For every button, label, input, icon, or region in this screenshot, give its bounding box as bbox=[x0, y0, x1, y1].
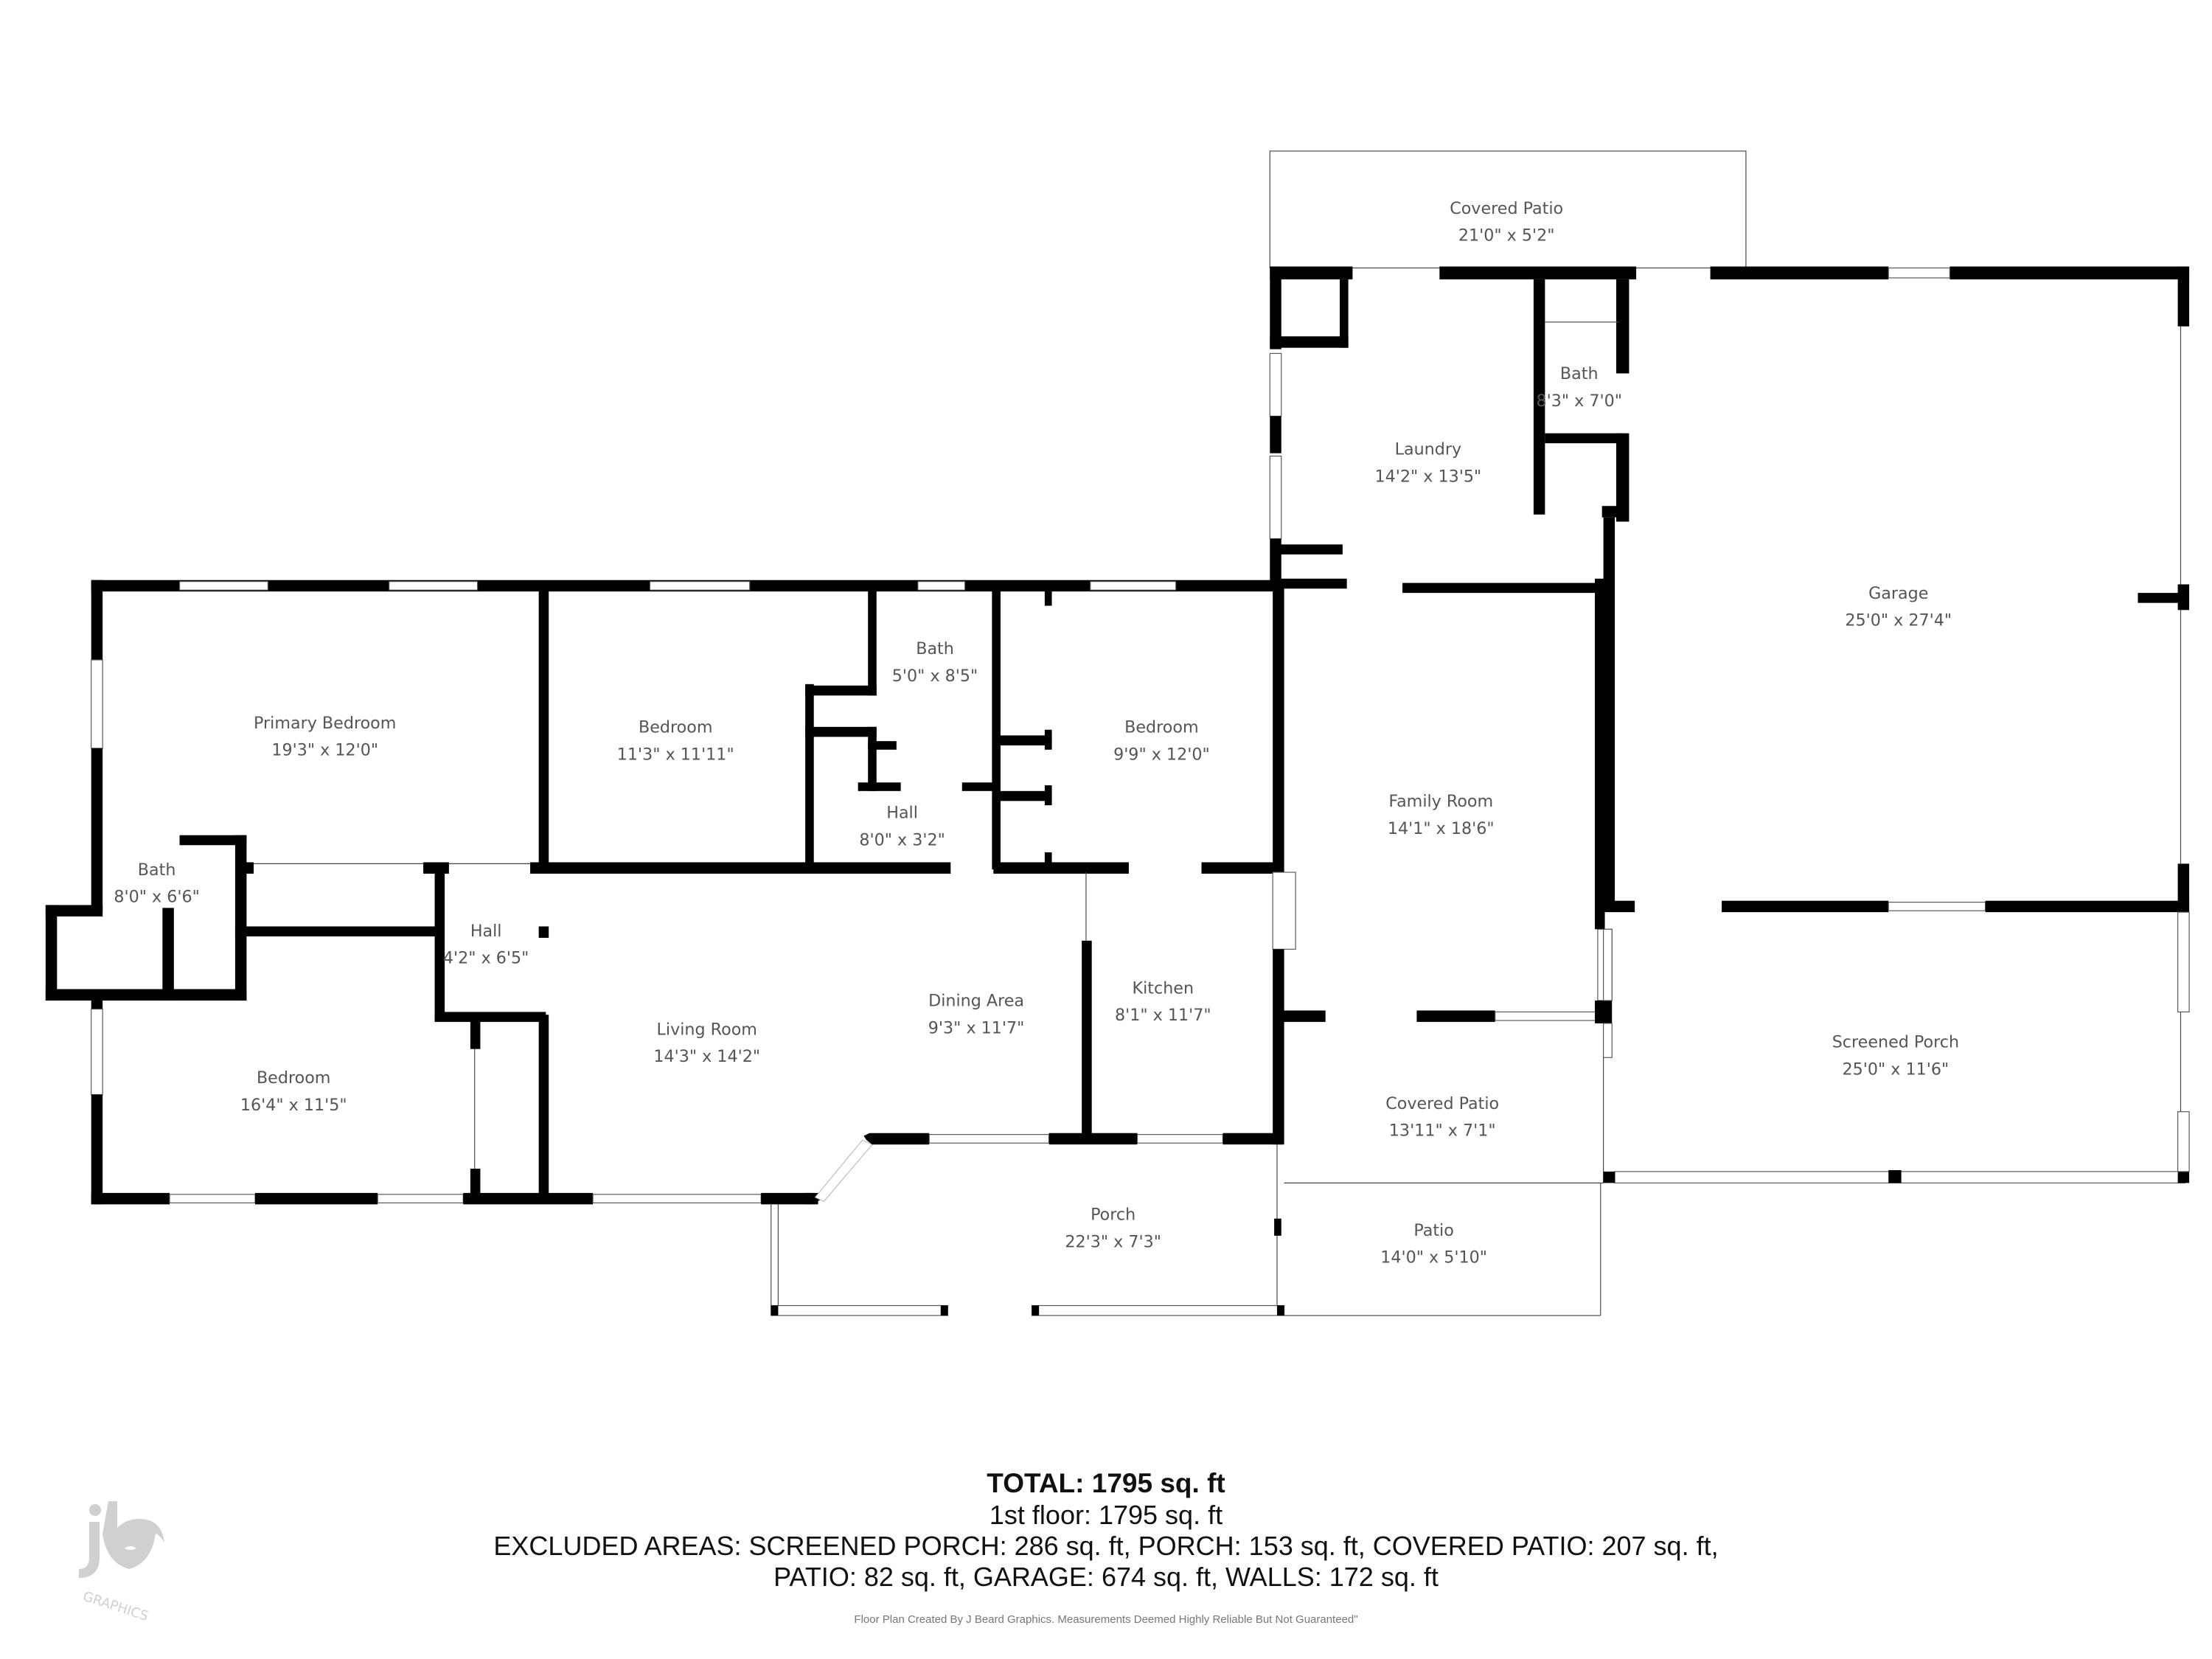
jb-graphics-logo: GRAPHICS bbox=[79, 1501, 164, 1622]
room-name: Porch bbox=[1091, 1206, 1135, 1225]
room-dimensions: 8'1" x 11'7" bbox=[1115, 1006, 1211, 1025]
room-name: Living Room bbox=[657, 1020, 757, 1039]
room-dimensions: 14'1" x 18'6" bbox=[1388, 819, 1495, 838]
room-dimensions: 13'11" x 7'1" bbox=[1389, 1121, 1496, 1141]
room-label-dining-area: Dining Area 9'3" x 11'7" bbox=[928, 992, 1025, 1038]
room-dimensions: 16'4" x 11'5" bbox=[240, 1096, 347, 1115]
room-dimensions: 25'0" x 11'6" bbox=[1843, 1060, 1950, 1079]
walls-west-wing bbox=[45, 578, 1613, 1205]
room-name: Bedroom bbox=[1124, 718, 1199, 737]
room-dimensions: 14'2" x 13'5" bbox=[1374, 467, 1481, 486]
room-name: Bath bbox=[1560, 364, 1599, 383]
room-label-hall-1: Hall 4'2" x 6'5" bbox=[443, 922, 529, 968]
excluded-areas-line-2: PATIO: 82 sq. ft, GARAGE: 674 sq. ft, WA… bbox=[773, 1562, 1439, 1592]
room-label-living-room: Living Room 14'3" x 14'2" bbox=[653, 1020, 760, 1066]
room-name: Screened Porch bbox=[1832, 1033, 1959, 1052]
room-label-bedroom-2: Bedroom 11'3" x 11'11" bbox=[617, 718, 734, 765]
room-dimensions: 14'0" x 5'10" bbox=[1380, 1248, 1487, 1267]
room-label-bedroom-3: Bedroom 9'9" x 12'0" bbox=[1113, 718, 1210, 765]
room-dimensions: 21'0" x 5'2" bbox=[1458, 226, 1555, 246]
room-label-family-room: Family Room 14'1" x 18'6" bbox=[1388, 792, 1495, 838]
room-name: Kitchen bbox=[1133, 978, 1194, 998]
room-label-hall-2: Hall 8'0" x 3'2" bbox=[859, 804, 945, 850]
room-dimensions: 14'3" x 14'2" bbox=[653, 1047, 760, 1066]
room-name: Hall bbox=[470, 922, 502, 941]
room-name: Patio bbox=[1413, 1221, 1453, 1240]
room-dimensions: 4'2" x 6'5" bbox=[443, 949, 529, 968]
room-name: Bedroom bbox=[639, 718, 713, 737]
room-label-porch: Porch 22'3" x 7'3" bbox=[1065, 1206, 1161, 1252]
room-name: Covered Patio bbox=[1450, 199, 1563, 218]
room-name: Laundry bbox=[1395, 440, 1462, 459]
walls-north-block bbox=[1269, 266, 2190, 913]
room-name: Primary Bedroom bbox=[254, 714, 396, 733]
room-name: Garage bbox=[1868, 584, 1928, 603]
room-label-bath-hall: Bath 5'0" x 8'5" bbox=[892, 639, 978, 686]
room-label-bath-laundry: Bath 8'3" x 7'0" bbox=[1537, 364, 1622, 411]
room-name: Hall bbox=[886, 804, 918, 823]
room-label-bath-primary: Bath 8'0" x 6'6" bbox=[114, 860, 199, 907]
room-dimensions: 19'3" x 12'0" bbox=[271, 740, 378, 759]
room-dimensions: 9'9" x 12'0" bbox=[1113, 745, 1210, 764]
room-label-covered-patio-north: Covered Patio 21'0" x 5'2" bbox=[1450, 199, 1563, 246]
room-label-primary-bedroom: Primary Bedroom 19'3" x 12'0" bbox=[254, 714, 396, 760]
room-name: Bedroom bbox=[257, 1068, 331, 1088]
room-label-laundry: Laundry 14'2" x 13'5" bbox=[1374, 440, 1481, 487]
total-area: TOTAL: 1795 sq. ft bbox=[987, 1468, 1225, 1498]
room-label-screened-porch: Screened Porch 25'0" x 11'6" bbox=[1832, 1033, 1959, 1079]
room-label-bedroom-1: Bedroom 16'4" x 11'5" bbox=[240, 1068, 347, 1115]
room-labels: Covered Patio 21'0" x 5'2" Laundry 14'2" x … bbox=[114, 199, 1959, 1267]
room-name: Covered Patio bbox=[1385, 1094, 1499, 1113]
room-dimensions: 5'0" x 8'5" bbox=[892, 667, 978, 686]
room-label-garage: Garage 25'0" x 27'4" bbox=[1845, 584, 1952, 630]
room-dimensions: 9'3" x 11'7" bbox=[928, 1018, 1025, 1037]
room-dimensions: 8'0" x 3'2" bbox=[859, 830, 945, 849]
area-summary: TOTAL: 1795 sq. ft 1st floor: 1795 sq. f… bbox=[0, 1467, 2212, 1626]
room-name: Bath bbox=[138, 860, 176, 880]
room-dimensions: 22'3" x 7'3" bbox=[1065, 1232, 1161, 1251]
room-label-kitchen: Kitchen 8'1" x 11'7" bbox=[1115, 978, 1211, 1025]
floor-area: 1st floor: 1795 sq. ft bbox=[989, 1500, 1223, 1530]
outdoor-outlines bbox=[771, 911, 2190, 1316]
room-dimensions: 11'3" x 11'11" bbox=[617, 745, 734, 764]
room-name: Dining Area bbox=[928, 992, 1024, 1011]
room-name: Family Room bbox=[1388, 792, 1493, 811]
room-label-covered-patio-south: Covered Patio 13'11" x 7'1" bbox=[1385, 1094, 1499, 1141]
room-label-patio: Patio 14'0" x 5'10" bbox=[1380, 1221, 1487, 1267]
room-name: Bath bbox=[916, 639, 954, 658]
credit-line: Floor Plan Created By J Beard Graphics. … bbox=[854, 1613, 1358, 1626]
room-dimensions: 25'0" x 27'4" bbox=[1845, 611, 1952, 630]
room-dimensions: 8'3" x 7'0" bbox=[1537, 392, 1622, 411]
excluded-areas-line-1: EXCLUDED AREAS: SCREENED PORCH: 286 sq. … bbox=[493, 1531, 1719, 1561]
room-dimensions: 8'0" x 6'6" bbox=[114, 888, 199, 907]
